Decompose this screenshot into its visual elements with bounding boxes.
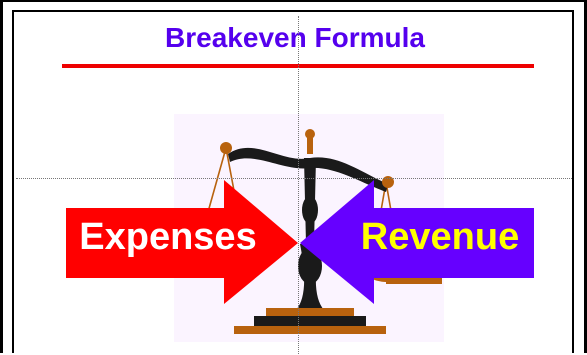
horizontal-guide bbox=[16, 178, 572, 179]
slide: Breakeven Formula bbox=[12, 10, 574, 354]
expenses-arrow bbox=[66, 180, 298, 304]
slide-title: Breakeven Formula bbox=[165, 22, 425, 53]
arrow-layer bbox=[66, 180, 534, 304]
revenue-arrow bbox=[300, 180, 534, 304]
revenue-label: Revenue bbox=[360, 216, 520, 258]
expenses-label: Expenses bbox=[79, 216, 257, 258]
vertical-guide bbox=[298, 16, 299, 354]
